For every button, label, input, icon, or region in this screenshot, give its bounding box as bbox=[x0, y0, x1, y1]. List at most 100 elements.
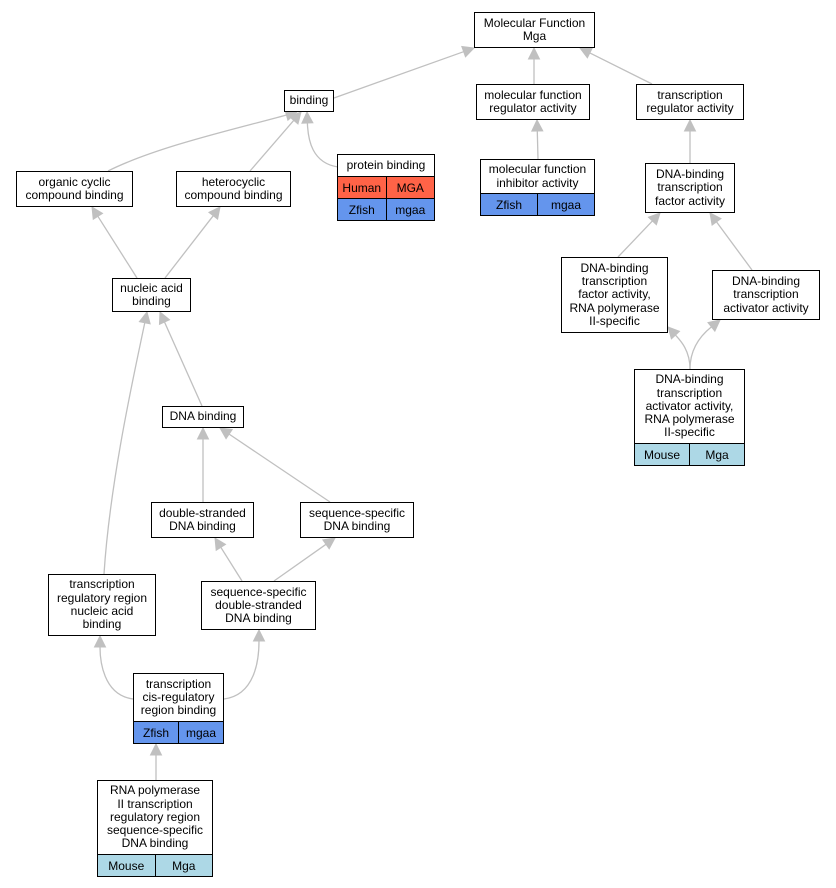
edge-trrnab-nab bbox=[103, 310, 151, 575]
edge-arrowhead bbox=[207, 206, 221, 220]
species-cell: Human bbox=[338, 177, 386, 198]
species-cell: Mouse bbox=[98, 855, 155, 876]
edge-arrowhead bbox=[321, 537, 336, 550]
edge-ssdsdb-ssdb bbox=[273, 537, 336, 582]
edge-ssdsdb-dsdb bbox=[214, 537, 243, 582]
term-label: DNA binding bbox=[169, 409, 237, 424]
edge-mfra-mf bbox=[527, 46, 541, 84]
edge-arrowhead bbox=[252, 628, 266, 642]
term-label: sequence-specific double-stranded DNA bi… bbox=[210, 584, 307, 626]
edge-arrowhead bbox=[667, 326, 681, 340]
edge-arrowhead bbox=[301, 110, 314, 124]
edge-dbtaa2-dbtaa bbox=[689, 319, 721, 370]
term-node-trrnab[interactable]: transcription regulatory region nucleic … bbox=[48, 574, 156, 636]
edge-db-nab bbox=[158, 310, 203, 407]
edge-arrowhead bbox=[647, 212, 661, 226]
edge-arrowhead bbox=[93, 634, 107, 648]
term-label: DNA-binding transcription factor activit… bbox=[654, 167, 726, 208]
term-label: transcription cis-regulatory region bind… bbox=[140, 676, 217, 718]
edge-arrowhead bbox=[709, 212, 722, 227]
term-node-mfra[interactable]: molecular function regulator activity bbox=[476, 84, 590, 120]
term-node-mf[interactable]: Molecular Function Mga bbox=[474, 12, 595, 48]
gene-cell[interactable]: MGA bbox=[385, 177, 434, 198]
edge-arrowhead bbox=[683, 118, 697, 132]
species-cell: Zfish bbox=[481, 194, 537, 215]
edge-arrowhead bbox=[196, 426, 210, 440]
gene-cell[interactable]: mgaa bbox=[178, 722, 223, 743]
term-node-db[interactable]: DNA binding bbox=[162, 406, 244, 428]
term-label: nucleic acid binding bbox=[120, 280, 183, 308]
term-label: molecular function inhibitor activity bbox=[488, 162, 587, 190]
term-node-rnap[interactable]: RNA polymerase II transcription regulato… bbox=[97, 780, 213, 877]
term-label: transcription regulator activity bbox=[646, 87, 734, 115]
edge-pb-binding bbox=[301, 110, 339, 168]
term-label: RNA polymerase II transcription regulato… bbox=[106, 783, 204, 851]
term-label: DNA-binding transcription factor activit… bbox=[569, 260, 660, 328]
edge-dbtfa2-dbtfa bbox=[617, 212, 661, 258]
term-node-binding[interactable]: binding bbox=[284, 90, 334, 112]
term-node-dbtaa2[interactable]: DNA-binding transcription activator acti… bbox=[634, 369, 745, 466]
edge-arrowhead bbox=[527, 46, 541, 60]
species-cell: Mouse bbox=[635, 444, 689, 465]
edge-nab-hcb bbox=[164, 206, 221, 279]
term-node-ocb[interactable]: organic cyclic compound binding bbox=[16, 171, 133, 207]
edge-tcrrb-ssdsdb bbox=[223, 628, 266, 700]
term-label: sequence-specific DNA binding bbox=[308, 505, 406, 533]
gene-cell[interactable]: mgaa bbox=[385, 199, 434, 220]
edge-arrowhead bbox=[707, 319, 721, 333]
edge-arrowhead bbox=[91, 206, 104, 221]
term-node-dbtaa[interactable]: DNA-binding transcription activator acti… bbox=[712, 270, 820, 320]
edge-arrowhead bbox=[138, 310, 151, 325]
edge-nab-ocb bbox=[91, 206, 138, 279]
term-node-nab[interactable]: nucleic acid binding bbox=[112, 278, 191, 312]
edge-ssdb-db bbox=[219, 427, 331, 503]
term-label: transcription regulatory region nucleic … bbox=[56, 577, 148, 632]
edge-arrowhead bbox=[158, 310, 171, 326]
term-node-tra[interactable]: transcription regulator activity bbox=[636, 84, 744, 120]
edge-dsdb-db bbox=[196, 426, 210, 502]
term-label: DNA-binding transcription activator acti… bbox=[644, 372, 735, 440]
edge-rnap-tcrrb bbox=[149, 742, 163, 780]
species-cell: Zfish bbox=[134, 722, 178, 743]
edge-dbtaa-dbtfa bbox=[709, 212, 753, 271]
term-node-dbtfa[interactable]: DNA-binding transcription factor activit… bbox=[645, 163, 735, 213]
edge-dbtaa2-dbtfa2 bbox=[667, 326, 691, 370]
edge-arrowhead bbox=[461, 45, 476, 58]
edge-arrowhead bbox=[149, 742, 163, 756]
gene-cell[interactable]: Mga bbox=[689, 444, 744, 465]
edge-tcrrb-trrnab bbox=[93, 634, 134, 700]
edge-hcb-binding bbox=[249, 111, 302, 172]
term-node-dbtfa2[interactable]: DNA-binding transcription factor activit… bbox=[561, 257, 668, 333]
edge-tra-mf bbox=[578, 47, 653, 85]
gene-cell[interactable]: Mga bbox=[154, 855, 212, 876]
term-label: DNA-binding transcription activator acti… bbox=[723, 274, 809, 315]
term-label: protein binding bbox=[346, 157, 426, 172]
edge-dbtfa-tra bbox=[683, 118, 697, 163]
term-node-tcrrb[interactable]: transcription cis-regulatory region bind… bbox=[133, 673, 224, 744]
term-node-hcb[interactable]: heterocyclic compound binding bbox=[176, 171, 291, 207]
term-node-dsdb[interactable]: double-stranded DNA binding bbox=[151, 502, 254, 538]
term-label: binding bbox=[289, 93, 329, 108]
species-cell: Zfish bbox=[338, 199, 386, 220]
edge-mfia-mfra bbox=[530, 118, 544, 160]
term-label: double-stranded DNA binding bbox=[159, 505, 246, 533]
term-label: heterocyclic compound binding bbox=[184, 174, 283, 202]
edge-arrowhead bbox=[530, 118, 544, 132]
term-label: organic cyclic compound binding bbox=[25, 174, 124, 202]
edge-arrowhead bbox=[578, 47, 594, 59]
edge-arrowhead bbox=[288, 111, 302, 125]
edge-binding-mf bbox=[333, 45, 476, 99]
term-label: molecular function regulator activity bbox=[484, 87, 582, 115]
edge-arrowhead bbox=[214, 537, 227, 552]
term-node-ssdsdb[interactable]: sequence-specific double-stranded DNA bi… bbox=[201, 581, 316, 630]
term-node-ssdb[interactable]: sequence-specific DNA binding bbox=[300, 502, 414, 538]
gene-cell[interactable]: mgaa bbox=[537, 194, 594, 215]
